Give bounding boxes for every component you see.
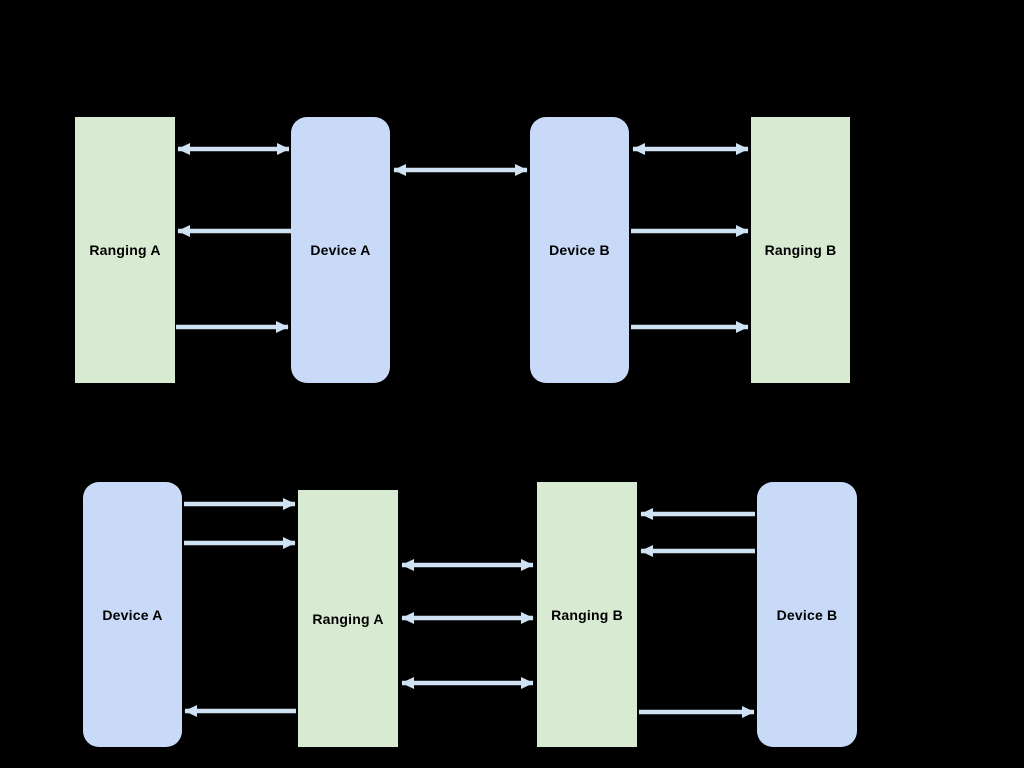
bottom-node-device-b: Device B <box>757 482 857 747</box>
bottom-node-device-a: Device A <box>83 482 182 747</box>
bottom-node-device-a-label: Device A <box>102 606 163 623</box>
bottom-node-ranging-b-label: Ranging B <box>551 606 623 623</box>
bottom-node-device-b-label: Device B <box>776 606 838 623</box>
top-node-ranging-b: Ranging B <box>751 117 850 383</box>
bottom-node-ranging-a-label: Ranging A <box>312 610 384 627</box>
bottom-node-ranging-b: Ranging B <box>537 482 637 747</box>
top-node-device-a-label: Device A <box>310 242 371 258</box>
top-node-device-a: Device A <box>291 117 390 383</box>
top-node-device-b-label: Device B <box>549 242 610 258</box>
top-node-ranging-b-label: Ranging B <box>764 242 837 258</box>
bottom-node-ranging-a: Ranging A <box>298 490 398 747</box>
top-node-ranging-a: Ranging A <box>75 117 175 383</box>
top-node-ranging-a-label: Ranging A <box>89 242 161 258</box>
top-node-device-b: Device B <box>530 117 629 383</box>
